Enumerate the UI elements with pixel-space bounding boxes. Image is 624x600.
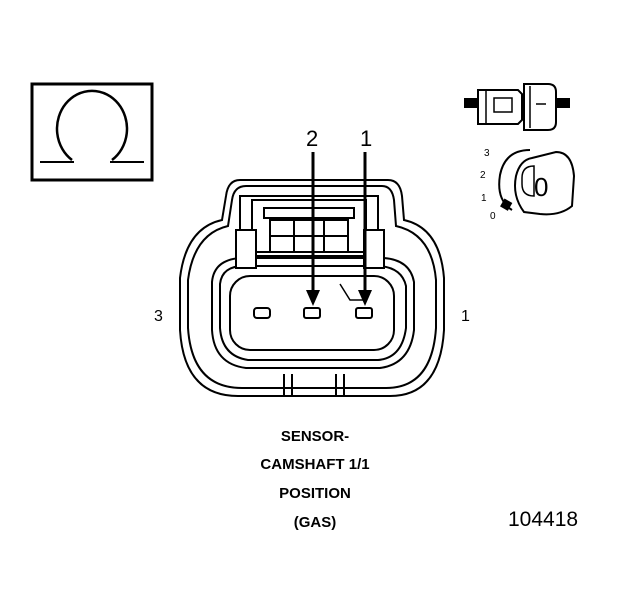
cavity-label-1: 1 bbox=[461, 308, 470, 325]
arrow-pin-1 bbox=[358, 152, 372, 306]
caption-line-2: CAMSHAFT 1/1 bbox=[260, 456, 370, 473]
lock-position-3: 3 bbox=[484, 148, 490, 159]
lock-position-2: 2 bbox=[480, 170, 486, 181]
lock-position-1: 1 bbox=[481, 193, 487, 204]
lock-position-0: 0 bbox=[490, 211, 496, 222]
omega-icon bbox=[30, 82, 154, 182]
caption-line-4: (GAS) bbox=[293, 514, 337, 531]
terminal-cavity-1 bbox=[355, 307, 373, 319]
terminal-cavity-2 bbox=[303, 307, 321, 319]
lock-indicator-text: 0 bbox=[534, 172, 549, 202]
terminal-cavity-3 bbox=[253, 307, 271, 319]
caption-line-3: POSITION bbox=[279, 485, 351, 502]
connector-side-icon bbox=[464, 83, 570, 131]
pin-label-2: 2 bbox=[306, 126, 319, 151]
caption-line-1: SENSOR- bbox=[280, 428, 350, 445]
arrow-pin-2 bbox=[306, 152, 320, 306]
figure-id: 104418 bbox=[508, 508, 579, 531]
cavity-label-3: 3 bbox=[154, 308, 163, 325]
lock-dial-icon bbox=[498, 149, 576, 216]
pin-label-1: 1 bbox=[360, 126, 373, 151]
leader-line bbox=[339, 283, 364, 301]
